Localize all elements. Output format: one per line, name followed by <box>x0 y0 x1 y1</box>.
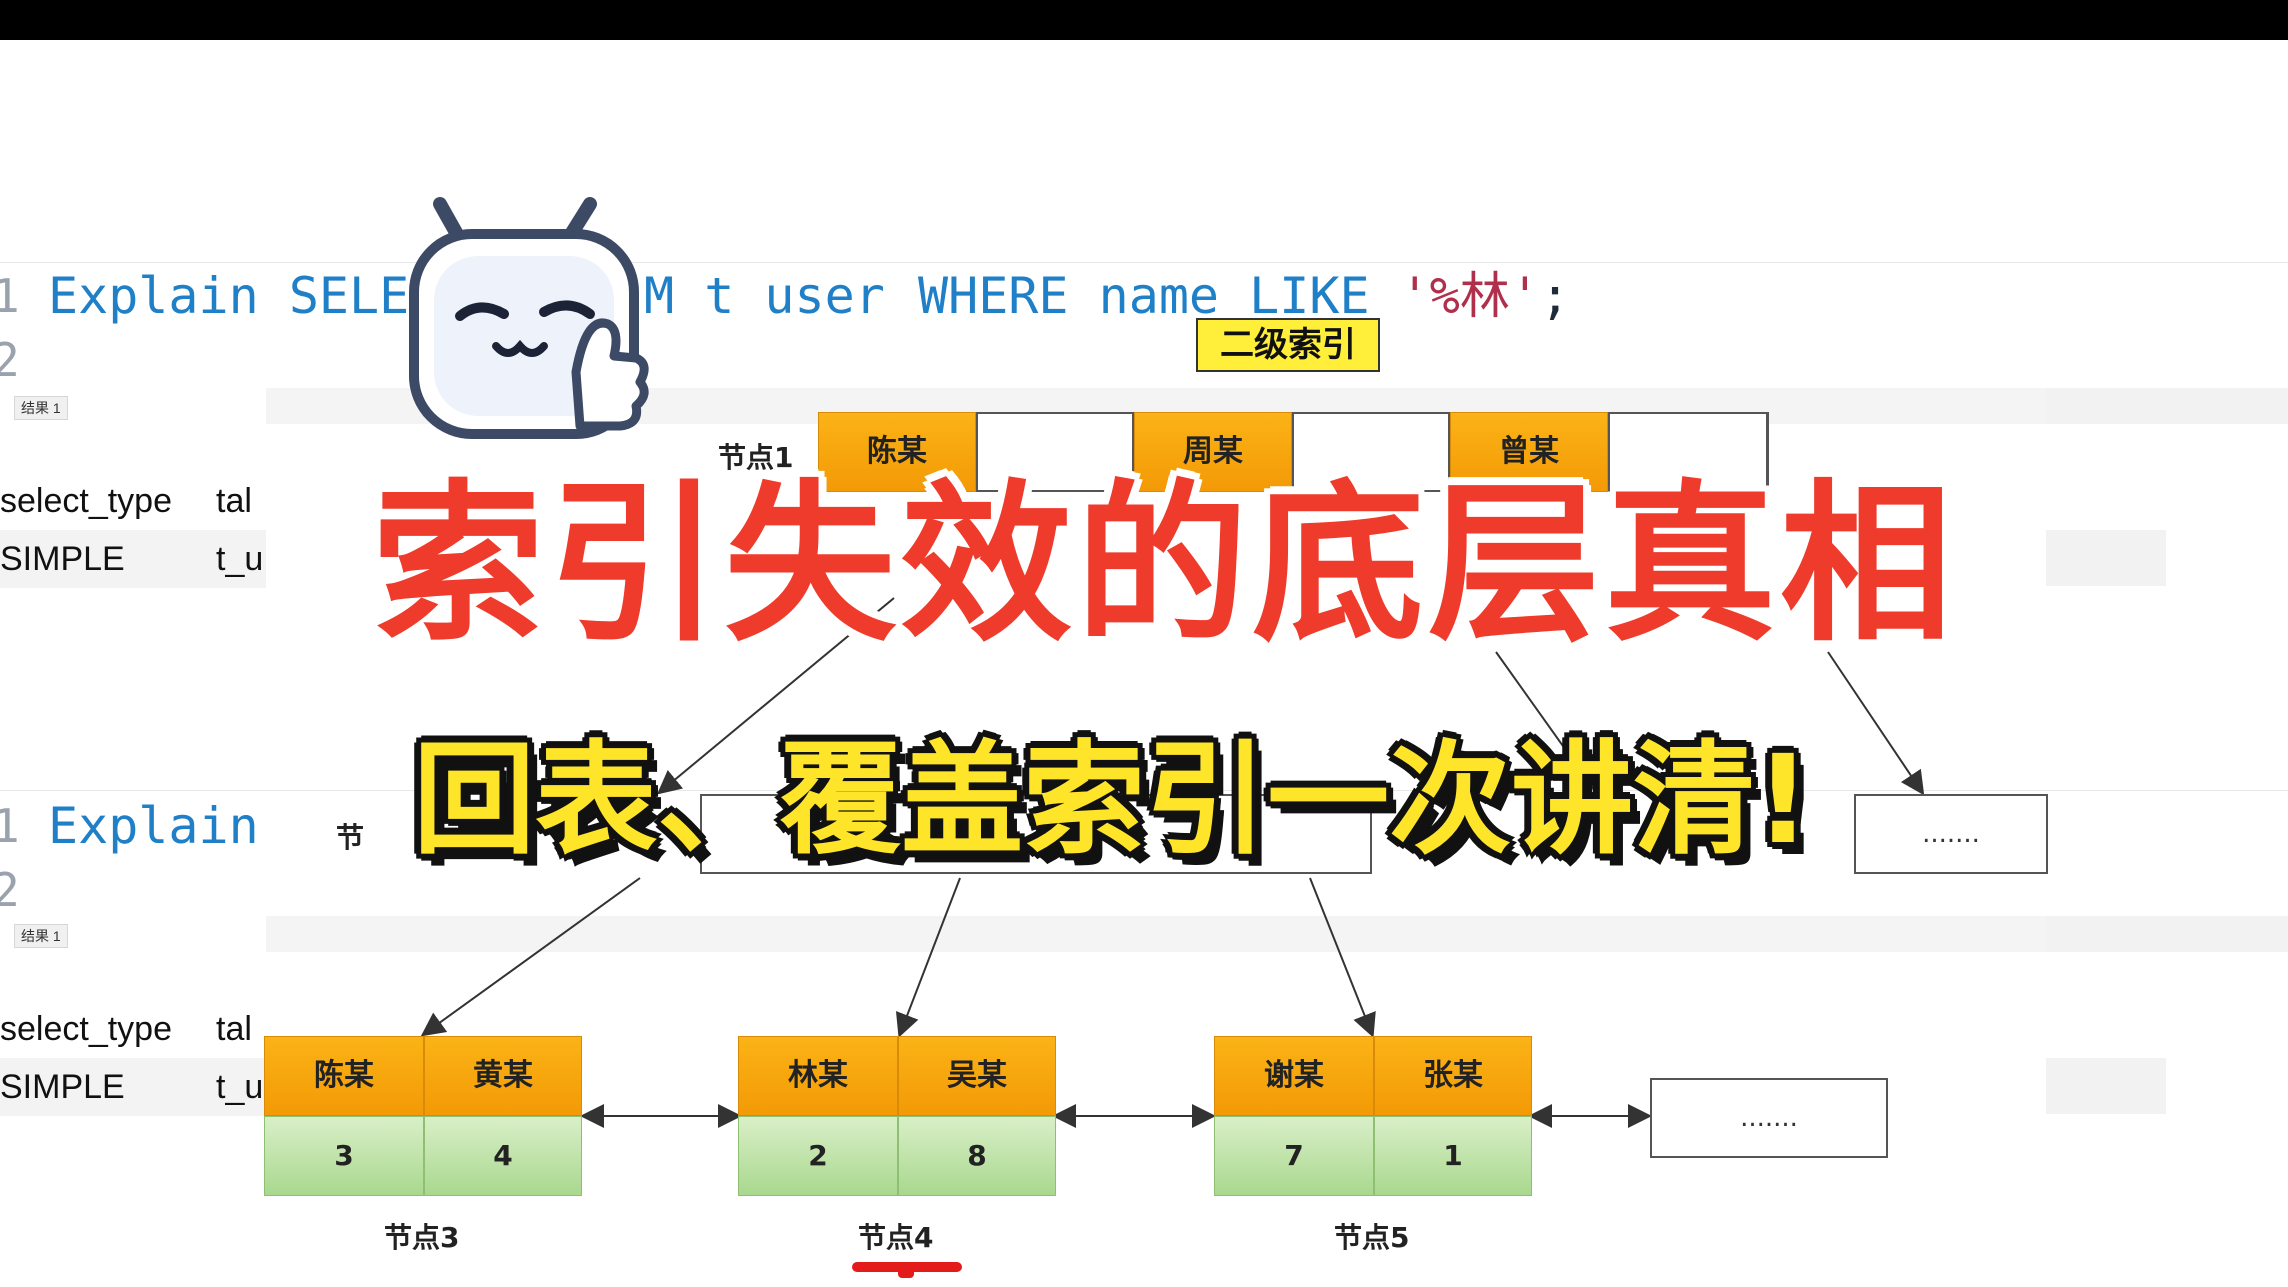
leaf3-id-1: 3 <box>264 1116 424 1196</box>
leaf-more: ....... <box>1650 1078 1888 1158</box>
result-stub-right-3 <box>2046 916 2288 952</box>
editor-divider-top <box>0 262 2288 263</box>
result-stub-right-1 <box>2046 388 2288 424</box>
grid-header-table: tal <box>216 482 252 520</box>
mascot-sticker-icon <box>409 197 649 439</box>
code-text-2: M t user <box>644 267 885 325</box>
secondary-index-tag: 二级索引 <box>1196 318 1380 372</box>
leaf3-label: 节点3 <box>384 1221 460 1254</box>
top-black-bar <box>0 0 2288 40</box>
leaf3-key-2: 黄某 <box>424 1036 582 1116</box>
link-root-mid-right-b <box>1827 651 1925 796</box>
link-mid-leaf4 <box>895 877 961 1038</box>
code-text-1: Explain SELE <box>48 267 410 325</box>
line-number: 1 <box>0 269 20 323</box>
leaf4-key-1: 林某 <box>738 1036 898 1116</box>
leaf4-id-2: 8 <box>898 1116 1056 1196</box>
red-underline-mark <box>852 1262 962 1278</box>
result-tab-2[interactable]: 结果 1 <box>14 924 68 948</box>
video-title: 索引失效的底层真相 <box>372 464 1956 665</box>
root-pointer-3 <box>1608 412 1768 492</box>
root-node-label: 节点1 <box>718 441 794 474</box>
result-tab[interactable]: 结果 1 <box>14 396 68 420</box>
grid-cell-select-type: SIMPLE <box>0 540 125 578</box>
link-root-mid-left <box>656 597 895 795</box>
leaf4-key-2: 吴某 <box>898 1036 1056 1116</box>
result-stub-right-2 <box>2046 530 2166 586</box>
grid-header-row-2: select_type tal <box>0 1000 266 1058</box>
code-text-explain: Explain <box>48 797 259 855</box>
link-mid-leaf5 <box>1309 877 1376 1038</box>
grid-header-table: tal <box>216 1010 252 1048</box>
mid-node-more: ....... <box>1854 794 2048 874</box>
link-root-mid-right-a <box>1495 651 1601 799</box>
link-mid-leaf3 <box>420 877 641 1037</box>
line-number: 2 <box>0 333 20 387</box>
leaf4-id-1: 2 <box>738 1116 898 1196</box>
leaf3-key-1: 陈某 <box>264 1036 424 1116</box>
root-pointer-2 <box>1292 412 1450 492</box>
grid-data-row-2: SIMPLE t_u <box>0 1058 266 1116</box>
leaf5-key-2: 张某 <box>1374 1036 1532 1116</box>
root-key-1: 陈某 <box>818 412 976 492</box>
grid-cell-table: t_u <box>216 1068 264 1106</box>
leaf5-id-2: 1 <box>1374 1116 1532 1196</box>
grid-header-select-type: select_type <box>0 1010 172 1048</box>
grid-cell-select-type: SIMPLE <box>0 1068 125 1106</box>
result-stub-right-4 <box>2046 1058 2166 1114</box>
leaf5-id-1: 7 <box>1214 1116 1374 1196</box>
code-text-3: WHERE name LIKE '%林'; <box>918 267 1571 325</box>
editor-divider-mid <box>0 790 2288 791</box>
grid-header-select-type: select_type <box>0 482 172 520</box>
grid-cell-table: t_u <box>216 540 264 578</box>
leaf3-id-2: 4 <box>424 1116 582 1196</box>
leaf5-label: 节点5 <box>1334 1221 1410 1254</box>
mid-node-left <box>700 794 1372 874</box>
root-key-2: 周某 <box>1134 412 1292 492</box>
leaf4-label: 节点4 <box>858 1221 934 1254</box>
root-key-3: 曾某 <box>1450 412 1608 492</box>
line-number: 2 <box>0 863 20 917</box>
root-pointer-1 <box>976 412 1134 492</box>
line-number: 1 <box>0 799 20 853</box>
video-subtitle: 回表、覆盖索引一次讲清! <box>413 729 1811 871</box>
grid-data-row: SIMPLE t_u <box>0 530 266 588</box>
grid-header-row: select_type tal <box>0 472 266 530</box>
mid-node-label-fragment: 节 <box>336 821 365 854</box>
leaf5-key-1: 谢某 <box>1214 1036 1374 1116</box>
